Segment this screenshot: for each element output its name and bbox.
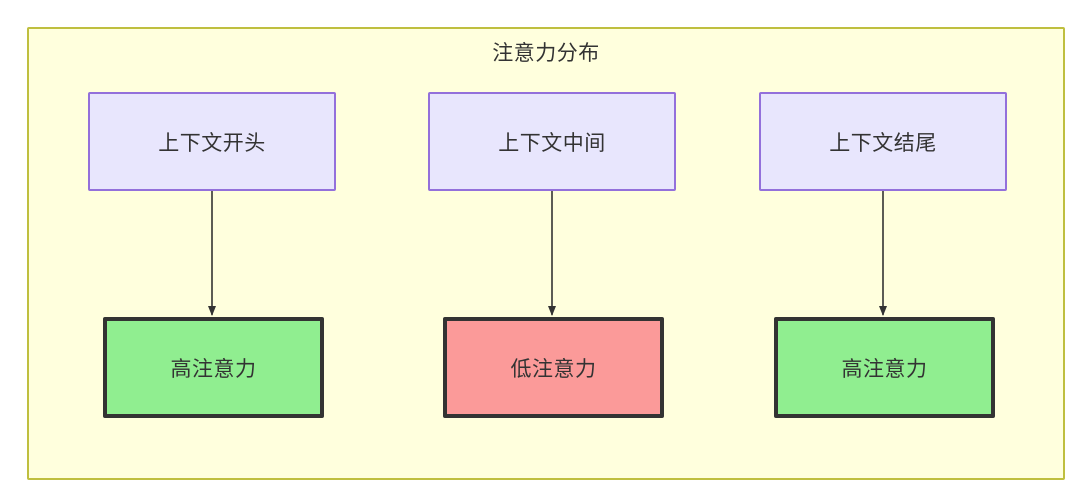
node-low-attention-middle[interactable]: 低注意力: [443, 317, 664, 418]
node-label: 高注意力: [841, 357, 928, 381]
node-context-end[interactable]: 上下文结尾: [759, 92, 1007, 191]
node-label: 高注意力: [170, 357, 257, 381]
subgraph-title: 注意力分布: [492, 42, 600, 65]
node-label: 低注意力: [510, 357, 597, 381]
node-label: 上下文中间: [498, 131, 606, 155]
node-high-attention-start[interactable]: 高注意力: [103, 317, 324, 418]
node-high-attention-end[interactable]: 高注意力: [774, 317, 995, 418]
node-label: 上下文结尾: [829, 131, 937, 155]
node-label: 上下文开头: [158, 131, 266, 155]
node-context-start[interactable]: 上下文开头: [88, 92, 336, 191]
node-context-middle[interactable]: 上下文中间: [428, 92, 676, 191]
